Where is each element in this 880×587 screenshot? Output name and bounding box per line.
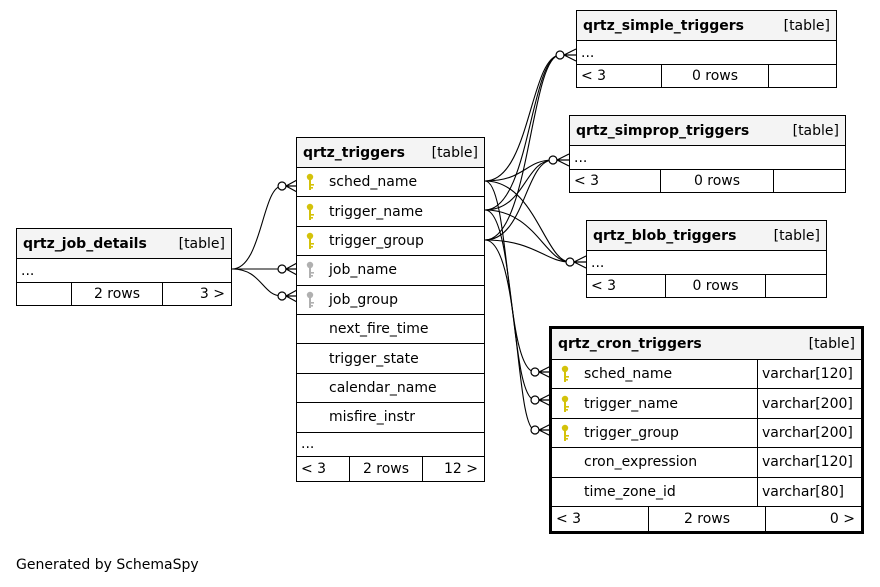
column-type: varchar[80] (757, 477, 861, 506)
more-columns: ... (570, 146, 845, 170)
column-name: calendar_name (329, 379, 437, 396)
column-row[interactable]: trigger_state (297, 344, 484, 374)
column-type: varchar[200] (757, 418, 861, 448)
table-qrtz-blob-triggers[interactable]: qrtz_blob_triggers [table] ... < 3 0 row… (586, 220, 827, 298)
column-type: varchar[120] (757, 448, 861, 477)
column-name: sched_name (329, 174, 418, 191)
table-footer: < 3 0 rows (587, 275, 826, 297)
table-footer: < 3 2 rows 0 > (552, 506, 861, 531)
column-name: job_name (329, 262, 398, 279)
table-header: qrtz_simprop_triggers [table] (570, 116, 845, 146)
row-count: 0 rows (666, 275, 766, 297)
table-kind: [table] (178, 235, 225, 252)
column-name: trigger_group (584, 424, 679, 441)
column-row[interactable]: job_group (297, 286, 484, 315)
column-row[interactable]: job_name (297, 256, 484, 286)
column-type: varchar[120] (757, 360, 861, 389)
prev-link[interactable]: < 3 (587, 275, 666, 297)
table-name: qrtz_cron_triggers (558, 336, 702, 352)
table-header: qrtz_cron_triggers [table] (552, 329, 861, 360)
table-qrtz-simple-triggers[interactable]: qrtz_simple_triggers [table] ... < 3 0 r… (576, 10, 837, 88)
table-kind: [table] (792, 122, 839, 139)
primary-key-icon (552, 365, 578, 383)
column-type: varchar[200] (757, 389, 861, 418)
column-row[interactable]: cron_expression varchar[120] (552, 448, 861, 478)
more-columns: ... (17, 259, 231, 283)
column-row[interactable]: trigger_name varchar[200] (552, 389, 861, 419)
column-row[interactable]: trigger_group (297, 227, 484, 257)
primary-key-icon (297, 232, 323, 250)
row-count: 0 rows (662, 65, 769, 87)
column-name: next_fire_time (329, 321, 429, 338)
table-qrtz-triggers[interactable]: qrtz_triggers [table] sched_name trigger_… (296, 137, 485, 482)
next-link[interactable] (766, 275, 826, 297)
table-kind: [table] (783, 17, 830, 34)
table-kind: [table] (431, 144, 478, 161)
column-row[interactable]: sched_name varchar[120] (552, 360, 861, 390)
table-kind: [table] (808, 336, 855, 352)
more-columns: ... (297, 433, 484, 457)
column-row[interactable]: sched_name (297, 168, 484, 198)
table-name: qrtz_simprop_triggers (576, 122, 750, 139)
table-header: qrtz_triggers [table] (297, 138, 484, 168)
table-header: qrtz_job_details [table] (17, 229, 231, 259)
column-name: trigger_group (329, 232, 424, 249)
prev-link[interactable]: < 3 (297, 456, 350, 481)
table-qrtz-job-details[interactable]: qrtz_job_details [table] ... 2 rows 3 > (16, 228, 232, 306)
table-footer: < 3 0 rows (570, 170, 845, 192)
prev-link[interactable]: < 3 (552, 506, 649, 531)
column-name: job_group (329, 291, 399, 308)
next-link[interactable]: 3 > (199, 286, 225, 302)
table-kind: [table] (773, 227, 820, 244)
table-name: qrtz_simple_triggers (583, 17, 744, 34)
next-link[interactable]: 12 > (444, 460, 478, 477)
row-count: 0 rows (661, 170, 774, 192)
more-columns: ... (587, 251, 826, 275)
column-row[interactable]: misfire_instr (297, 403, 484, 433)
prev-link[interactable] (17, 283, 72, 305)
column-row[interactable]: trigger_group varchar[200] (552, 418, 861, 449)
prev-link[interactable]: < 3 (577, 65, 662, 87)
table-name: qrtz_job_details (23, 235, 147, 252)
column-row[interactable]: time_zone_id varchar[80] (552, 477, 861, 507)
foreign-key-icon (297, 261, 323, 279)
row-count: 2 rows (350, 456, 423, 481)
row-count: 2 rows (649, 506, 766, 531)
primary-key-icon (552, 395, 578, 413)
next-link[interactable] (774, 170, 845, 192)
table-header: qrtz_blob_triggers [table] (587, 221, 826, 251)
table-qrtz-simprop-triggers[interactable]: qrtz_simprop_triggers [table] ... < 3 0 … (569, 115, 846, 193)
column-name: trigger_name (584, 395, 678, 412)
column-row[interactable]: next_fire_time (297, 315, 484, 345)
primary-key-icon (297, 203, 323, 221)
primary-key-icon (552, 424, 578, 442)
primary-key-icon (297, 173, 323, 191)
table-name: qrtz_triggers (303, 144, 405, 161)
table-name: qrtz_blob_triggers (593, 227, 737, 244)
table-footer: < 3 2 rows 12 > (297, 456, 484, 481)
column-name: trigger_state (329, 350, 419, 367)
row-count: 2 rows (72, 283, 163, 305)
column-name: cron_expression (584, 454, 698, 471)
column-row[interactable]: calendar_name (297, 374, 484, 404)
column-name: trigger_name (329, 203, 423, 220)
next-link[interactable]: 0 > (829, 510, 855, 527)
generated-by-note: Generated by SchemaSpy (16, 557, 199, 573)
foreign-key-icon (297, 291, 323, 309)
table-footer: 2 rows 3 > (17, 283, 231, 305)
prev-link[interactable]: < 3 (570, 170, 661, 192)
column-name: misfire_instr (329, 409, 416, 426)
column-name: sched_name (584, 366, 673, 383)
column-name: time_zone_id (584, 483, 676, 500)
table-header: qrtz_simple_triggers [table] (577, 11, 836, 41)
more-columns: ... (577, 41, 836, 65)
column-row[interactable]: trigger_name (297, 197, 484, 227)
next-link[interactable] (769, 65, 836, 87)
table-footer: < 3 0 rows (577, 65, 836, 87)
